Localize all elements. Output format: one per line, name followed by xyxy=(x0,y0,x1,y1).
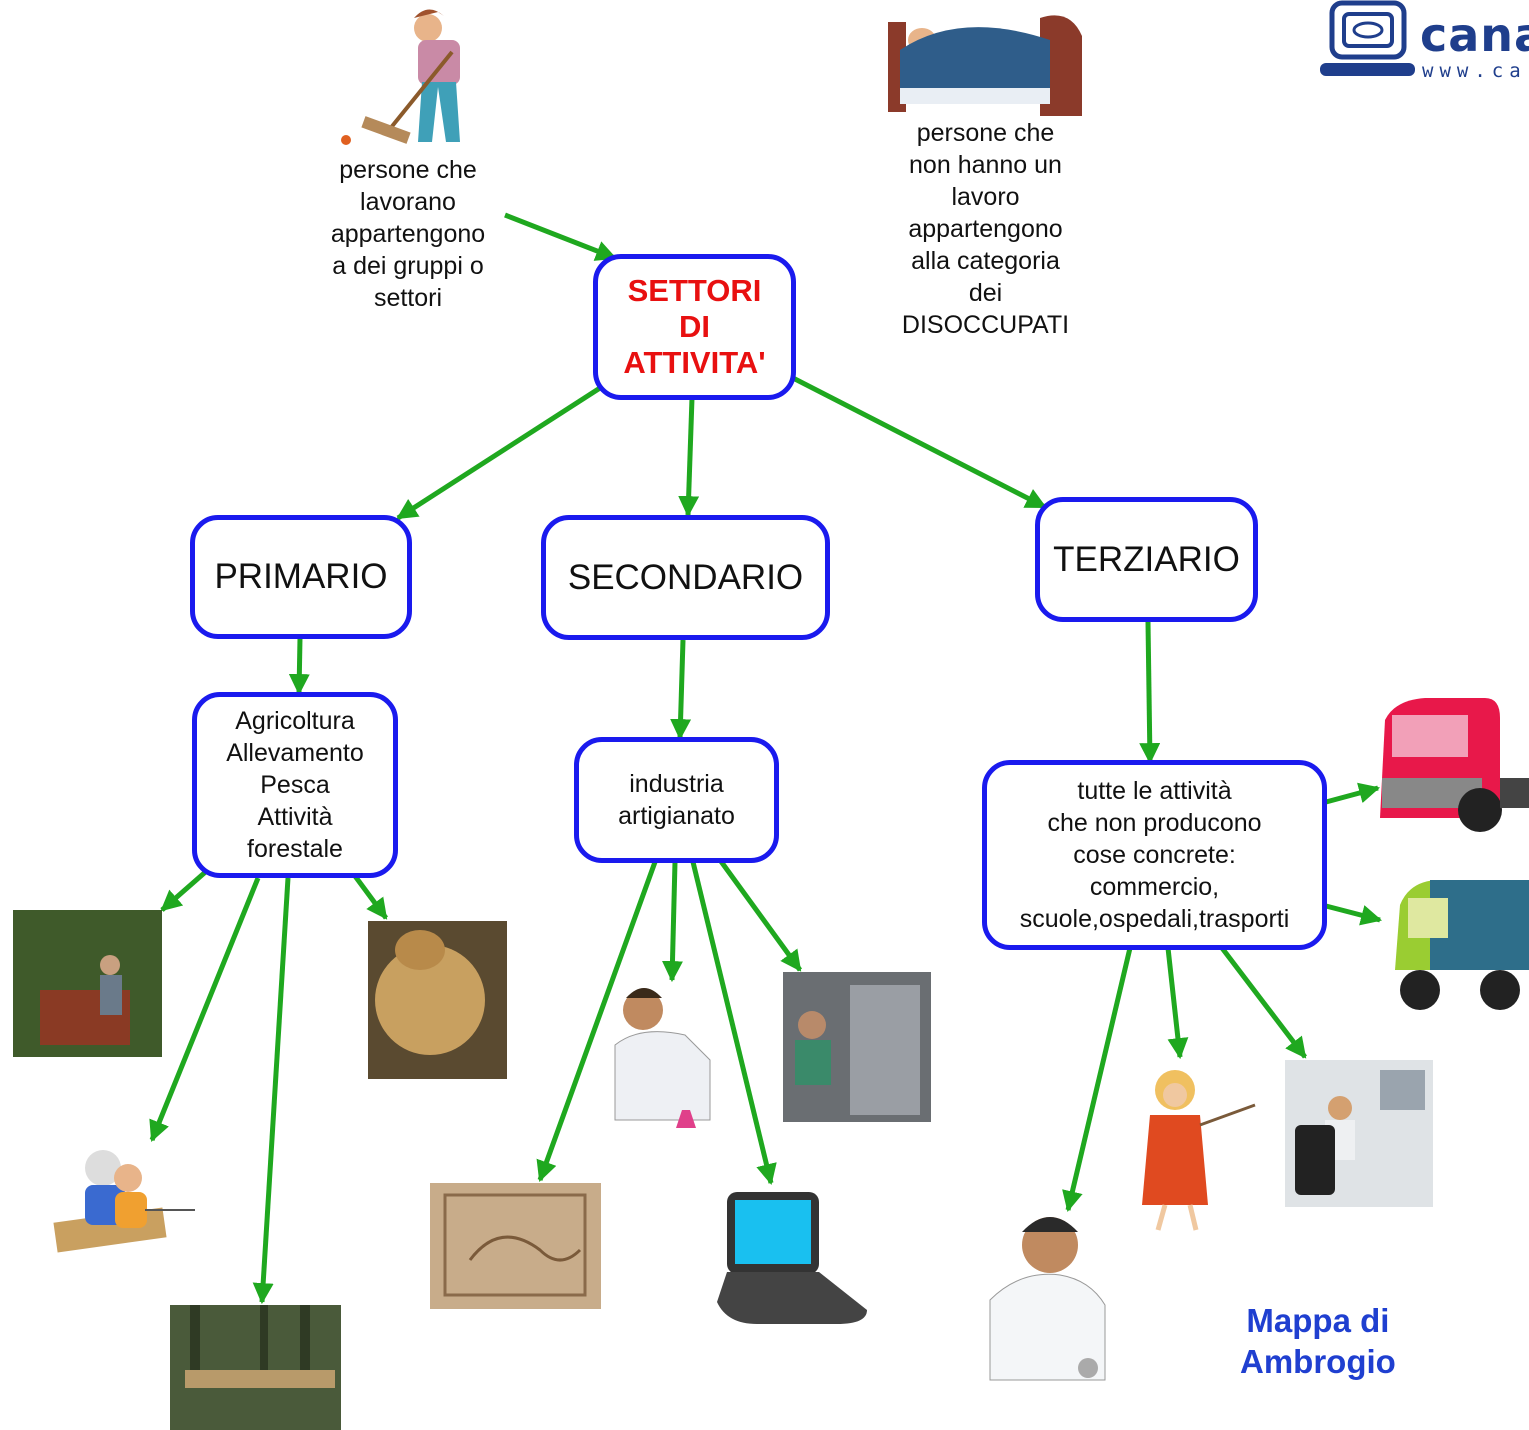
primario-label: PRIMARIO xyxy=(214,557,388,596)
arrow-primario-cow xyxy=(352,874,389,920)
red-truck-illustration xyxy=(1380,698,1529,832)
arrow-terziario-green-truck xyxy=(1325,903,1383,926)
chemist-illustration xyxy=(614,988,711,1128)
secondario-detail: industria artigianato xyxy=(618,770,735,830)
sector-node-terziario[interactable]: TERZIARIO xyxy=(1035,497,1258,622)
sector-node-primario[interactable]: PRIMARIO xyxy=(190,515,412,639)
sweeper-illustration xyxy=(341,9,460,145)
center-node-settori[interactable]: SETTORI DI ATTIVITA' xyxy=(593,254,796,400)
arrow-primario-fishing xyxy=(149,877,261,1142)
detail-node-secondario[interactable]: industria artigianato xyxy=(574,737,779,863)
center-title: SETTORI DI ATTIVITA' xyxy=(623,273,766,380)
arrow-terziario-office xyxy=(1220,946,1307,1059)
arrow-workers-to-center xyxy=(504,212,617,261)
arrow-terziario-red-truck xyxy=(1325,782,1381,805)
arrow-primario-apples xyxy=(160,866,212,912)
factory-photo xyxy=(783,972,931,1122)
secondario-label: SECONDARIO xyxy=(567,557,804,597)
wood-carving-photo xyxy=(430,1183,601,1309)
arrow-secondario-chemist xyxy=(661,861,683,983)
logo-mark xyxy=(1320,0,1415,76)
arrow-terziario-to-detail xyxy=(1139,621,1161,765)
terziario-detail: tutte le attività che non producono cose… xyxy=(1019,777,1290,933)
green-truck-illustration xyxy=(1395,880,1529,1010)
unemployed-description: persone che non hanno un lavoro apparten… xyxy=(901,119,1070,339)
detail-node-terziario[interactable]: tutte le attività che non producono cose… xyxy=(982,760,1327,950)
terziario-label: TERZIARIO xyxy=(1053,539,1240,579)
author-credit: Mappa di Ambrogio xyxy=(1240,1302,1396,1380)
arrow-secondario-carving xyxy=(536,861,658,1182)
arrow-center-to-secondario xyxy=(678,397,700,518)
arrow-secondario-factory xyxy=(717,858,803,972)
arrow-terziario-teacher xyxy=(1165,947,1189,1060)
doctor-illustration xyxy=(989,1217,1106,1381)
cow-photo xyxy=(368,921,507,1079)
arrow-secondario-laptop xyxy=(690,861,777,1186)
arrow-center-to-terziario xyxy=(791,375,1047,510)
primario-detail: Agricoltura Allevamento Pesca Attività f… xyxy=(226,707,364,863)
fishing-illustration xyxy=(53,1150,195,1253)
teacher-illustration xyxy=(1142,1070,1256,1231)
arrow-primario-to-detail xyxy=(288,637,310,696)
logo-word: canal xyxy=(1420,8,1529,62)
arrow-primario-forest xyxy=(252,877,291,1305)
arrow-terziario-doctor xyxy=(1062,947,1133,1213)
sector-node-secondario[interactable]: SECONDARIO xyxy=(541,515,830,640)
laptop-illustration xyxy=(717,1192,867,1324)
office-photo xyxy=(1285,1060,1433,1207)
workers-description: persone che lavorano appartengono a dei … xyxy=(330,156,486,312)
forest-photo xyxy=(170,1305,341,1430)
detail-node-primario[interactable]: Agricoltura Allevamento Pesca Attività f… xyxy=(192,692,398,878)
sleeper-illustration xyxy=(888,15,1082,116)
apple-harvest-photo xyxy=(13,910,162,1057)
logo-url: www.ca xyxy=(1422,60,1527,82)
arrow-secondario-to-detail xyxy=(670,639,692,741)
arrow-center-to-primario xyxy=(396,385,602,521)
